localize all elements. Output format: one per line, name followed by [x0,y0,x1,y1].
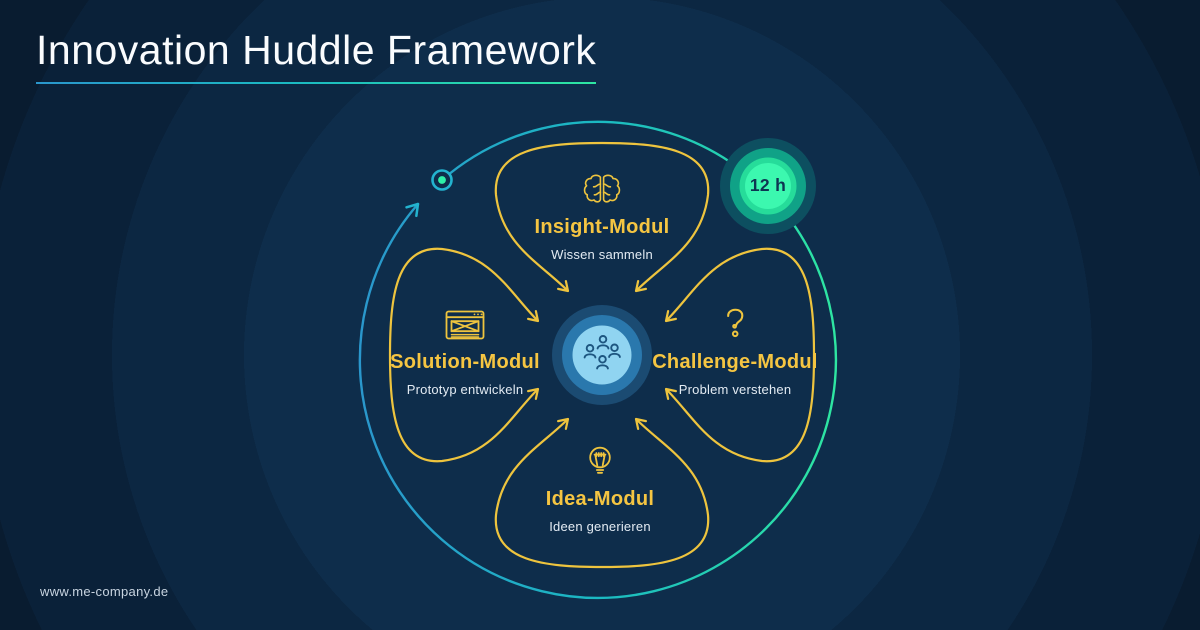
team-huddle-icon [583,335,621,370]
question-mark-icon [727,308,744,338]
module-solution: Solution-Modul Prototyp entwickeln [355,305,575,398]
page-title: Innovation Huddle Framework [36,27,597,73]
title-underline [36,82,597,85]
central-hub [552,305,652,405]
prototype-window-icon [445,310,485,340]
module-solution-subtitle: Prototyp entwickeln [406,382,524,397]
module-challenge: Challenge-Modul Problem verstehen [625,305,845,398]
module-insight-subtitle: Wissen sammeln [551,247,653,262]
module-idea-subtitle: Ideen generieren [549,519,651,534]
module-challenge-subtitle: Problem verstehen [678,382,792,397]
duration-badge-label: 12 h [749,175,787,195]
module-insight-title: Insight-Modul [534,216,670,238]
duration-badge [720,138,816,234]
module-insight: Insight-Modul Wissen sammeln [492,170,712,263]
cycle-start-dot-icon [431,169,453,191]
title-block: Innovation Huddle Framework [36,27,597,85]
cycle-ring [358,120,838,600]
lightbulb-icon [589,446,611,474]
module-idea: Idea-Modul Ideen generieren [490,442,710,535]
brain-icon [583,174,621,203]
module-challenge-title: Challenge-Modul [652,351,818,373]
website-url: www.me-company.de [40,584,169,599]
module-solution-title: Solution-Modul [390,351,540,373]
module-idea-title: Idea-Modul [545,488,655,510]
